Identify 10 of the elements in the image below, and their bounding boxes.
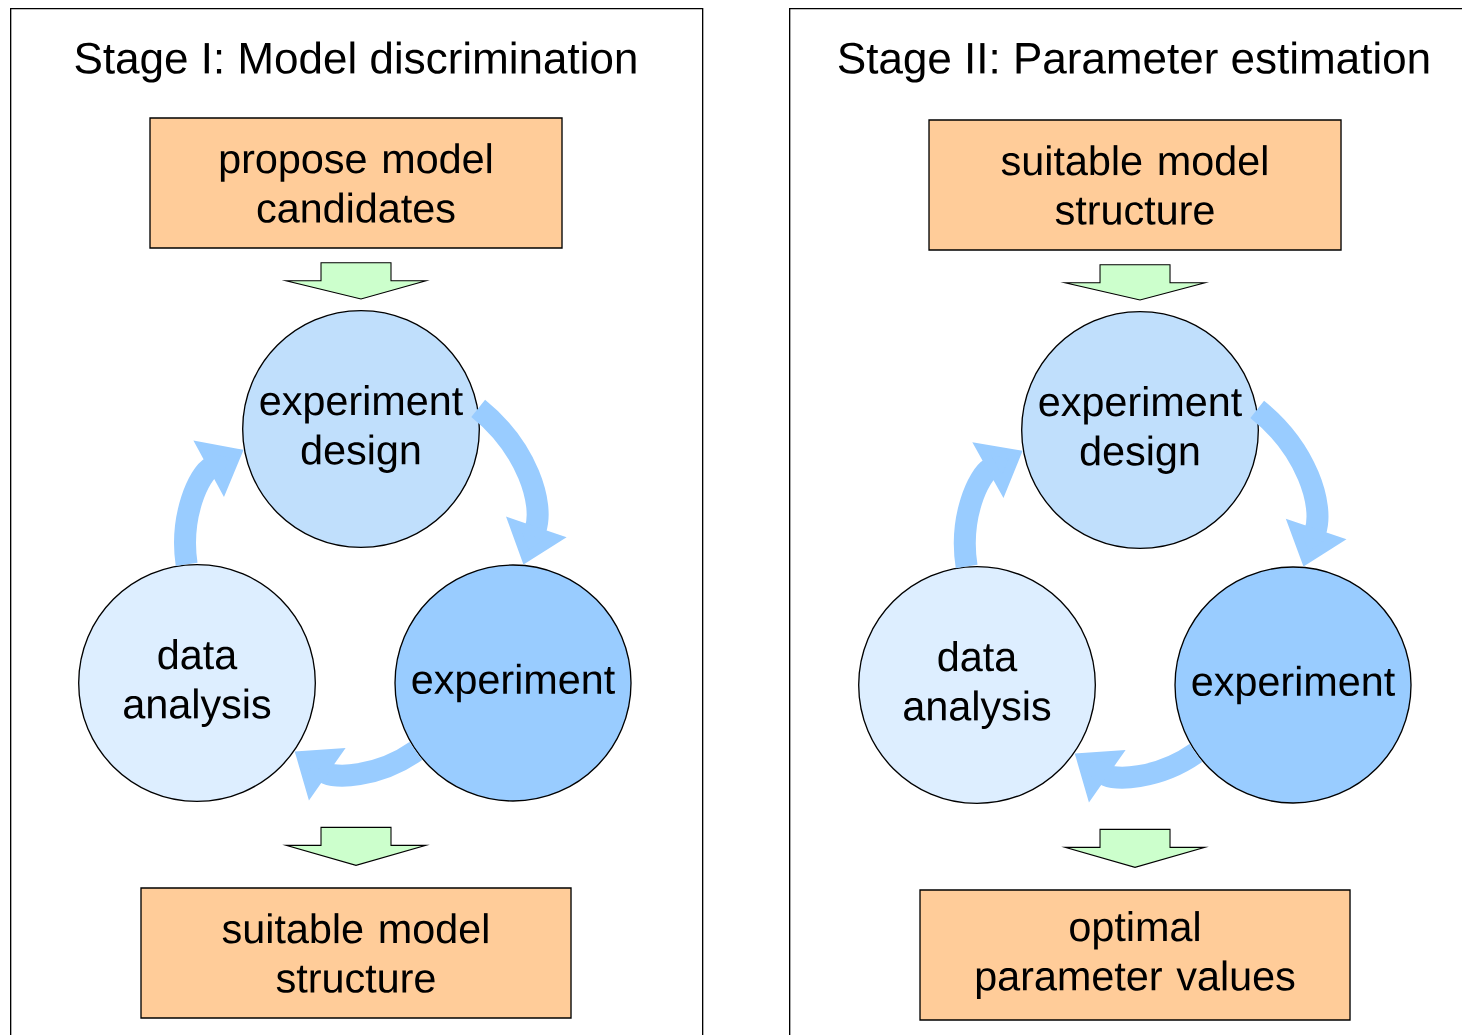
- panel-title: Stage I: Model discrimination: [75, 41, 636, 83]
- block-arrow: [282, 826, 430, 866]
- block-arrow: [1060, 264, 1210, 301]
- block-arrow: [1061, 828, 1209, 868]
- block-arrow: [281, 262, 430, 300]
- process-box: propose model candidates: [149, 117, 563, 249]
- panel-title: Stage II: Parameter estimation: [838, 41, 1429, 83]
- process-box: suitable model structure: [928, 119, 1342, 251]
- process-box: optimal parameter values: [919, 889, 1351, 1021]
- process-box: suitable model structure: [140, 887, 572, 1019]
